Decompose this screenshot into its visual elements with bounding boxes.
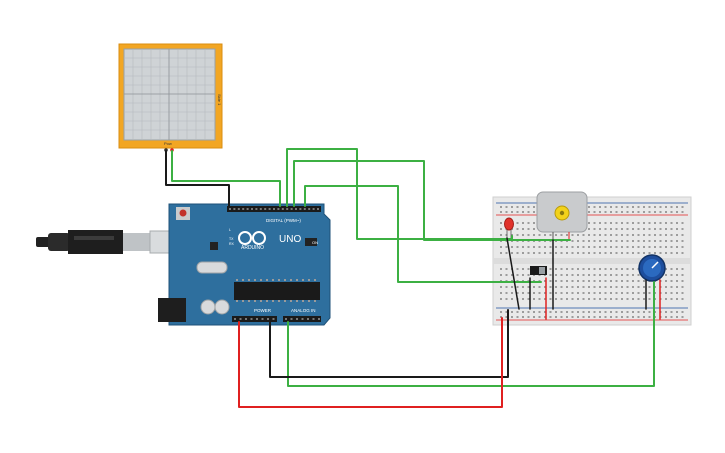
arduino-logo: ARDUINO	[238, 231, 266, 251]
analog-label: ANALOG IN	[291, 308, 316, 313]
wire-motor[interactable]	[293, 160, 571, 241]
wire-sensor-signal[interactable]	[171, 150, 281, 207]
on-label: ON	[312, 240, 318, 245]
wire-led-gnd[interactable]	[506, 237, 520, 310]
sensor-grid	[124, 49, 215, 140]
header-pins	[229, 208, 320, 320]
force-sensor[interactable]: Side 1 Pow	[118, 43, 223, 152]
wire-sensor-gnd[interactable]	[165, 150, 230, 207]
arduino-uno-board[interactable]: ARDUINO UNO DIGITAL (PWM~) POWER ANALOG …	[158, 203, 331, 326]
breadboard-holes	[500, 206, 684, 318]
wire-switch[interactable]	[304, 185, 542, 283]
sensor-side-label: Side 1	[217, 94, 222, 106]
atmega-chip	[234, 282, 320, 300]
wire-5v-rail[interactable]	[238, 317, 503, 408]
potentiometer[interactable]	[638, 254, 666, 282]
usb-cable	[36, 230, 176, 254]
digital-label: DIGITAL (PWM~)	[266, 218, 301, 223]
crystal	[196, 261, 228, 274]
sensor-bottom-label: Pow	[164, 141, 172, 146]
power-header	[232, 316, 277, 322]
wire-gnd-rail[interactable]	[269, 309, 509, 378]
capacitor-2	[214, 299, 230, 315]
arduino-logo-text: ARDUINO	[241, 245, 264, 251]
tx-label: TX	[229, 237, 234, 241]
chip-legs	[236, 279, 316, 302]
wire-led[interactable]	[286, 148, 513, 240]
board-model: UNO	[279, 234, 301, 245]
power-jack	[158, 298, 186, 322]
capacitor-1	[200, 299, 216, 315]
l-label: L	[229, 228, 231, 232]
power-label: POWER	[254, 308, 272, 313]
slide-switch[interactable]	[530, 266, 547, 275]
wire-pot-signal[interactable]	[287, 281, 655, 387]
rx-label: RX	[229, 242, 235, 246]
red-led[interactable]	[504, 217, 514, 238]
dc-motor[interactable]	[536, 191, 588, 240]
